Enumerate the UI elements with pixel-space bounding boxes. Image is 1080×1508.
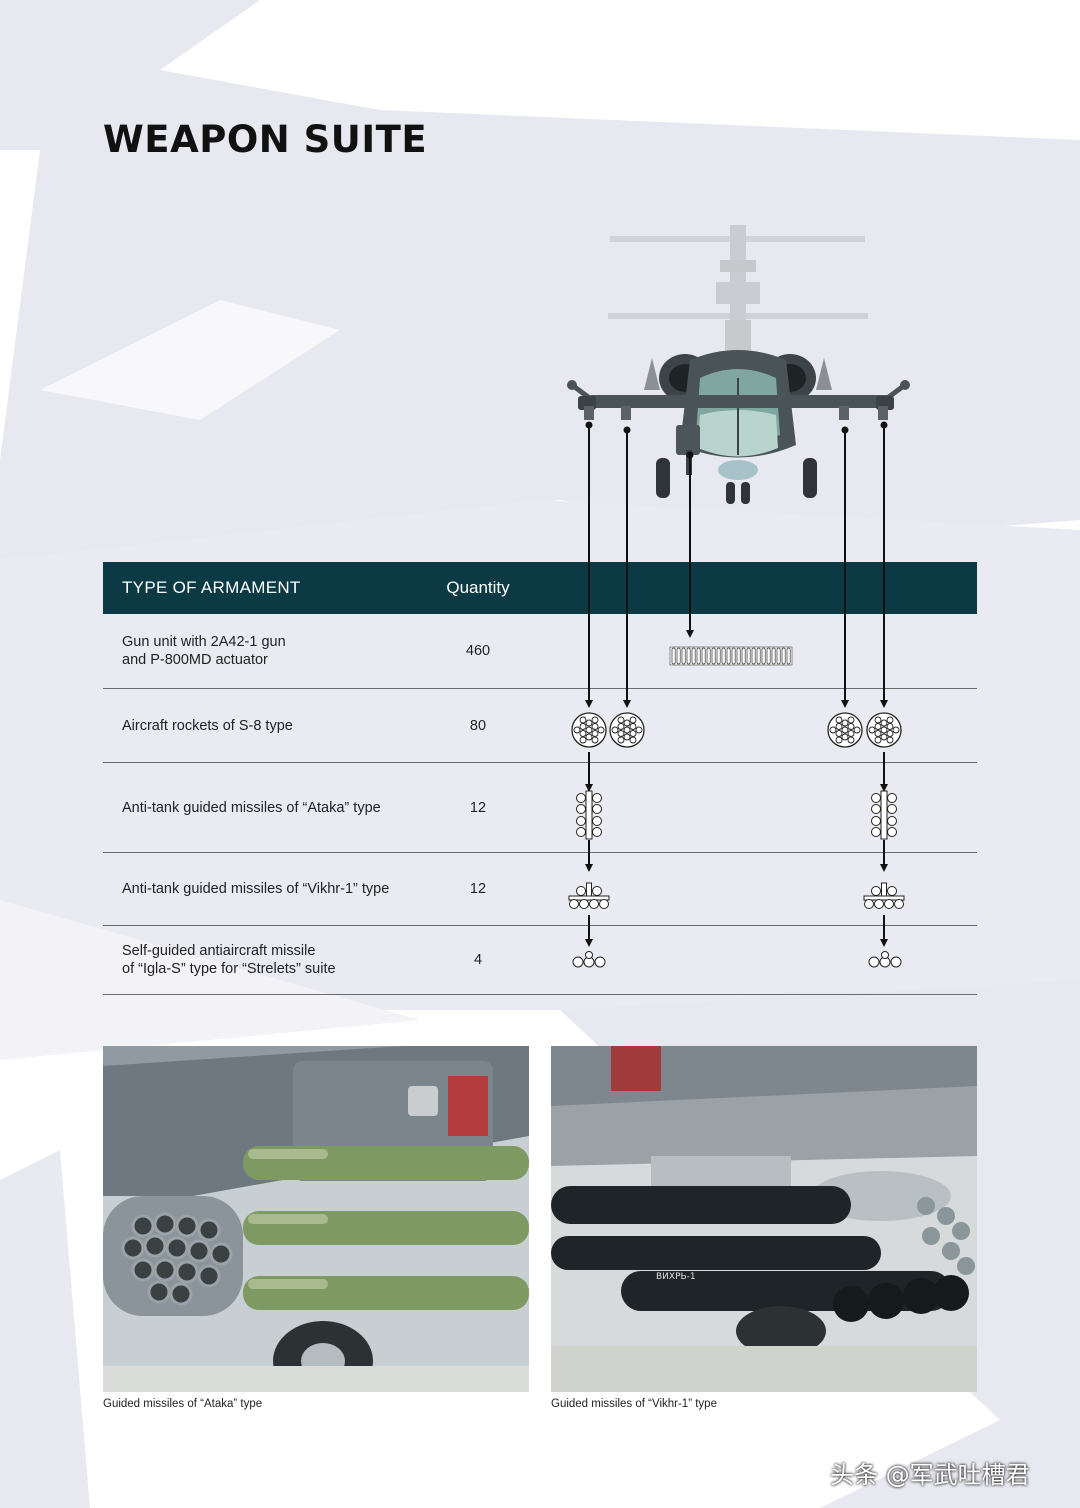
table-header: TYPE OF ARMAMENT Quantity bbox=[103, 562, 977, 614]
vikhr-tube-label: ВИХРЬ-1 bbox=[656, 1272, 696, 1282]
armament-quantity: 12 bbox=[469, 799, 487, 816]
armament-table: TYPE OF ARMAMENT Quantity Gun unit with … bbox=[103, 562, 977, 995]
table-row: Aircraft rockets of S-8 type 80 bbox=[103, 689, 977, 763]
armament-quantity: 12 bbox=[469, 881, 487, 897]
vikhr-missiles-photo: ВИХРЬ-1 bbox=[551, 1046, 977, 1392]
helicopter-front-illustration bbox=[567, 225, 910, 504]
quantity-column-header: Quantity bbox=[446, 578, 510, 597]
armament-quantity: 80 bbox=[469, 717, 487, 734]
armament-type: Anti-tank guided missiles of “Vikhr-1” t… bbox=[122, 881, 390, 897]
page-title: WEAPON SUITE bbox=[103, 118, 428, 161]
armament-quantity: 4 bbox=[473, 952, 483, 968]
vikhr-photo-caption: Guided missiles of “Vikhr-1” type bbox=[551, 1398, 717, 1410]
type-column-header: TYPE OF ARMAMENT bbox=[122, 578, 301, 597]
armament-type: Aircraft rockets of S-8 type bbox=[122, 717, 293, 734]
watermark: 头条 @军武吐槽君 bbox=[830, 1461, 1030, 1489]
table-row: Anti-tank guided missiles of “Vikhr-1” t… bbox=[103, 853, 977, 926]
armament-type: Anti-tank guided missiles of “Ataka” typ… bbox=[122, 799, 381, 816]
ataka-photo-caption: Guided missiles of “Ataka” type bbox=[103, 1398, 263, 1410]
armament-quantity: 460 bbox=[465, 643, 491, 659]
table-row: Anti-tank guided missiles of “Ataka” typ… bbox=[103, 763, 977, 853]
ataka-missiles-photo bbox=[103, 1046, 529, 1392]
